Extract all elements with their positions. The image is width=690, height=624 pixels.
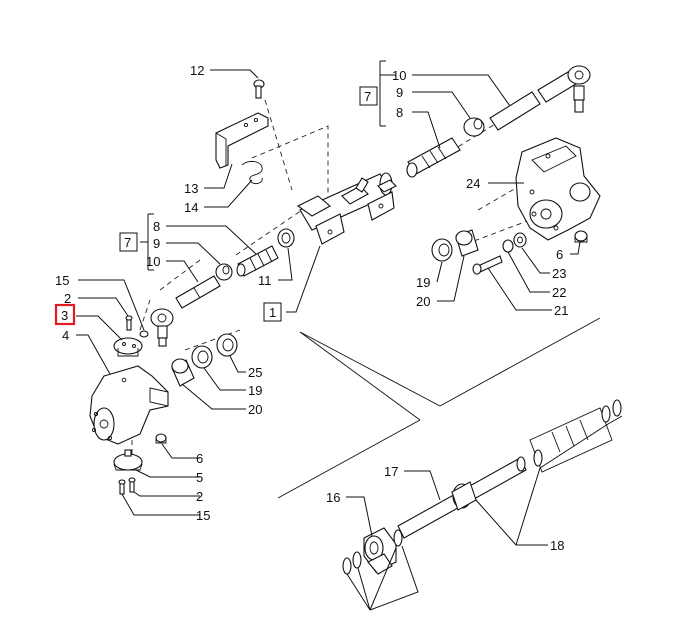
callout-4: 4 <box>62 328 69 343</box>
lower-cap-5 <box>113 449 143 471</box>
callout-13: 13 <box>184 181 198 196</box>
callout-20-right: 20 <box>416 294 430 309</box>
callout-8-top: 8 <box>396 105 403 120</box>
clamp-9-left <box>215 263 233 281</box>
nut-23 <box>513 232 527 248</box>
callout-box-1 <box>263 302 282 322</box>
callout-3-highlighted: 3 <box>61 308 68 323</box>
tie-rod-end-10-left <box>150 275 221 347</box>
callout-9-left: 9 <box>153 236 160 251</box>
nut-6-top <box>574 230 588 243</box>
king-pin-cap-3 <box>113 337 143 357</box>
callout-24: 24 <box>466 176 480 191</box>
callout-6-top: 6 <box>556 247 563 262</box>
bushing-20-left <box>171 358 195 387</box>
callout-20-left: 20 <box>248 402 262 417</box>
callout-12: 12 <box>190 63 204 78</box>
o-rings-right <box>533 399 622 467</box>
callout-16: 16 <box>326 490 340 505</box>
bushing-20-right <box>455 229 479 257</box>
callout-5: 5 <box>196 470 203 485</box>
bolts-15-2-top <box>125 315 149 338</box>
cylinder-barrel-ghost <box>529 407 613 473</box>
center-lines <box>131 99 531 470</box>
callout-7-top: 7 <box>364 89 371 104</box>
callout-15-bottom: 15 <box>196 508 210 523</box>
tie-rod-end-10-top <box>489 65 591 131</box>
callout-10-left: 10 <box>146 254 160 269</box>
rod-end-16 <box>363 527 397 575</box>
callout-box-3-highlight <box>54 303 76 326</box>
washer-22 <box>502 239 514 253</box>
ring-11 <box>277 228 295 248</box>
callout-17: 17 <box>384 464 398 479</box>
callout-2-top: 2 <box>64 291 71 306</box>
callout-25: 25 <box>248 365 262 380</box>
ring-25 <box>216 333 238 357</box>
bolts-2-15-bottom <box>118 477 136 495</box>
rod-8-left <box>236 245 279 277</box>
steering-cylinder-1 <box>296 172 397 245</box>
leader-lines <box>76 60 623 611</box>
callout-labels: 12 13 14 10 9 7 8 24 6 8 7 9 10 11 1 19 … <box>55 63 568 553</box>
spring-clip-14 <box>241 160 263 185</box>
callout-14: 14 <box>184 200 198 215</box>
ring-19-right <box>431 238 453 262</box>
callout-21: 21 <box>554 303 568 318</box>
bolt-21 <box>472 255 503 275</box>
callout-11: 11 <box>258 273 272 288</box>
callout-19-left: 19 <box>248 383 262 398</box>
ring-19-left <box>191 345 213 369</box>
steering-knuckle-4 <box>89 365 169 445</box>
callout-2-bottom: 2 <box>196 489 203 504</box>
callout-9-top: 9 <box>396 85 403 100</box>
bolt-12 <box>253 79 265 99</box>
callout-15-top: 15 <box>55 273 69 288</box>
callout-19-right: 19 <box>416 275 430 290</box>
nut-6-left <box>155 433 167 444</box>
inset-frame <box>277 317 601 499</box>
callout-7-left: 7 <box>124 235 131 250</box>
callout-23: 23 <box>552 266 566 281</box>
o-rings-left <box>342 529 403 575</box>
callout-box-7-left <box>119 232 138 252</box>
callout-22: 22 <box>552 285 566 300</box>
callout-6-left: 6 <box>196 451 203 466</box>
steering-knuckle-24 <box>515 137 601 241</box>
rod-8-top <box>406 137 461 178</box>
piston-rod-17 <box>397 456 527 539</box>
bracket-13 <box>215 112 269 169</box>
clamp-9-top <box>463 117 485 137</box>
callout-box-7-top <box>359 86 378 106</box>
callout-18: 18 <box>550 538 564 553</box>
callout-10-top: 10 <box>392 68 406 83</box>
callout-8-left: 8 <box>153 219 160 234</box>
callout-1: 1 <box>269 305 276 320</box>
